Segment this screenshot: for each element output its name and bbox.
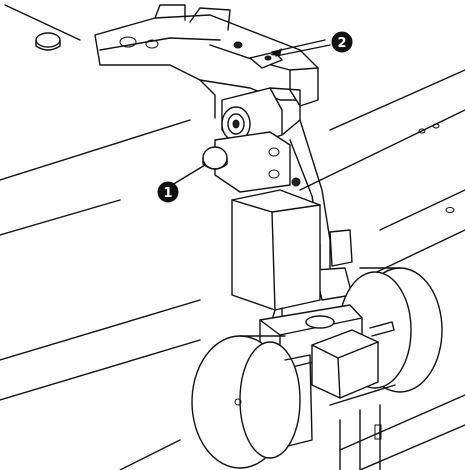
adjuster-bracket	[202, 131, 301, 193]
wheel-left	[191, 335, 301, 469]
callout-1-marker	[157, 181, 179, 203]
top-arm	[94, 4, 319, 119]
support-rod	[289, 119, 353, 301]
callout-1-label: 1	[163, 186, 172, 201]
small-motor	[311, 329, 379, 399]
lower-stand	[284, 354, 396, 470]
main-block	[231, 189, 321, 331]
screw-head	[35, 32, 61, 51]
table-surface	[0, 4, 465, 470]
table-holes	[418, 123, 455, 213]
callout-2-label: 2	[337, 36, 346, 51]
callout-1: 1	[157, 164, 206, 203]
callout-2: 2	[270, 31, 353, 57]
callout-2-marker	[331, 31, 353, 53]
